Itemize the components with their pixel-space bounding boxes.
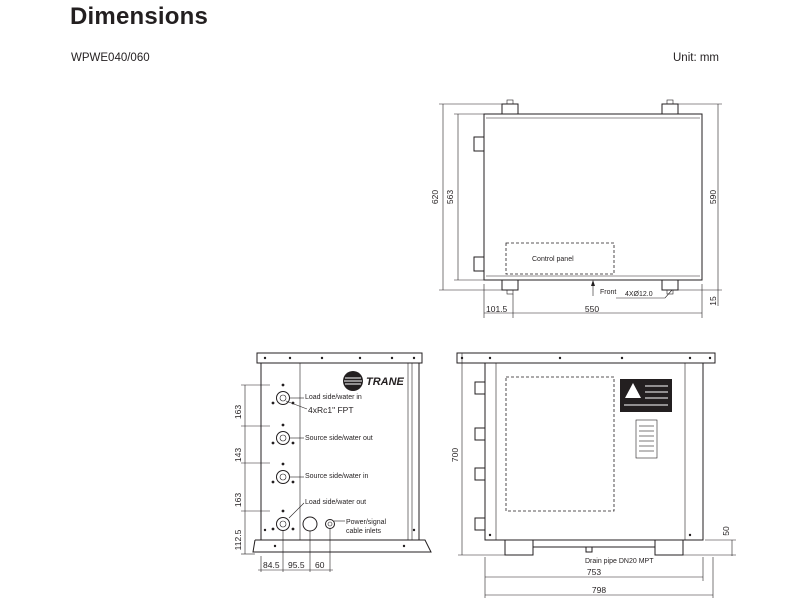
dim-95-5: 95.5 <box>288 560 305 570</box>
side-view: TRANE Load side/water in 4xRc1" FPT Sour… <box>233 352 432 572</box>
holes-label: 4XØ12.0 <box>625 291 653 298</box>
side-top-rail <box>256 352 423 364</box>
control-panel-label: Control panel <box>532 256 574 263</box>
dim-50: 50 <box>721 526 731 536</box>
mount-bracket <box>661 103 679 115</box>
cable-label: cable inlets <box>346 528 382 535</box>
brand-name: TRANE <box>366 376 405 388</box>
mount-bracket <box>501 103 519 115</box>
page-title: Dimensions <box>70 3 209 30</box>
dim-163-top: 163 <box>233 405 243 419</box>
port-source-in-label: Source side/water in <box>305 473 369 480</box>
dim-163-bottom: 163 <box>233 493 243 507</box>
dim-112-5: 112.5 <box>233 529 243 550</box>
pipe-connector <box>474 467 486 481</box>
nameplate-label <box>635 419 658 459</box>
dim-143: 143 <box>233 448 243 462</box>
port-source-out-label: Source side/water out <box>305 435 373 442</box>
front-label: Front <box>600 289 616 296</box>
port-source-out <box>271 423 304 445</box>
drain-pipe <box>585 546 593 553</box>
port-source-in <box>271 462 304 484</box>
pipe-connector <box>474 517 486 531</box>
front-foot <box>654 539 684 556</box>
pipe-connector <box>473 136 485 152</box>
port-load-in-label: Load side/water in <box>305 394 362 401</box>
dim-550: 550 <box>585 304 599 314</box>
dim-700: 700 <box>450 448 460 462</box>
side-body <box>260 362 420 541</box>
cable-inlet-large <box>302 516 318 532</box>
port-load-in <box>271 383 304 405</box>
unit-label: Unit: mm <box>673 52 719 64</box>
dim-590: 590 <box>708 190 718 204</box>
mount-bracket <box>501 279 519 291</box>
pipe-connector <box>474 427 486 441</box>
service-panel-outline <box>505 376 615 512</box>
top-view: Control panel Front 4XØ12.0 620 563 590 … <box>430 99 722 318</box>
dim-753: 753 <box>587 567 601 577</box>
pipe-connector <box>474 381 486 395</box>
dim-15: 15 <box>708 296 718 306</box>
dim-60: 60 <box>315 560 325 570</box>
front-top-rail <box>456 352 716 364</box>
dim-84-5: 84.5 <box>263 560 280 570</box>
cable-inlet-small <box>325 519 335 529</box>
front-view: Drain pipe DN20 MPT 700 50 753 798 <box>450 352 736 598</box>
port-thread-label: 4xRc1" FPT <box>308 405 354 415</box>
pipe-connector <box>473 256 485 272</box>
dim-563: 563 <box>445 190 455 204</box>
mount-bracket <box>661 279 679 291</box>
drain-label: Drain pipe DN20 MPT <box>585 558 654 565</box>
top-view-outline <box>483 113 703 281</box>
front-foot <box>504 539 534 556</box>
model-number: WPWE040/060 <box>71 52 150 64</box>
dim-798: 798 <box>592 585 606 595</box>
port-load-out <box>271 502 305 531</box>
control-panel-outline <box>505 242 615 275</box>
power-label: Power/signal <box>346 519 387 526</box>
dim-620: 620 <box>430 190 440 204</box>
dim-101-5: 101.5 <box>486 304 508 314</box>
port-load-out-label: Load side/water out <box>305 499 366 506</box>
